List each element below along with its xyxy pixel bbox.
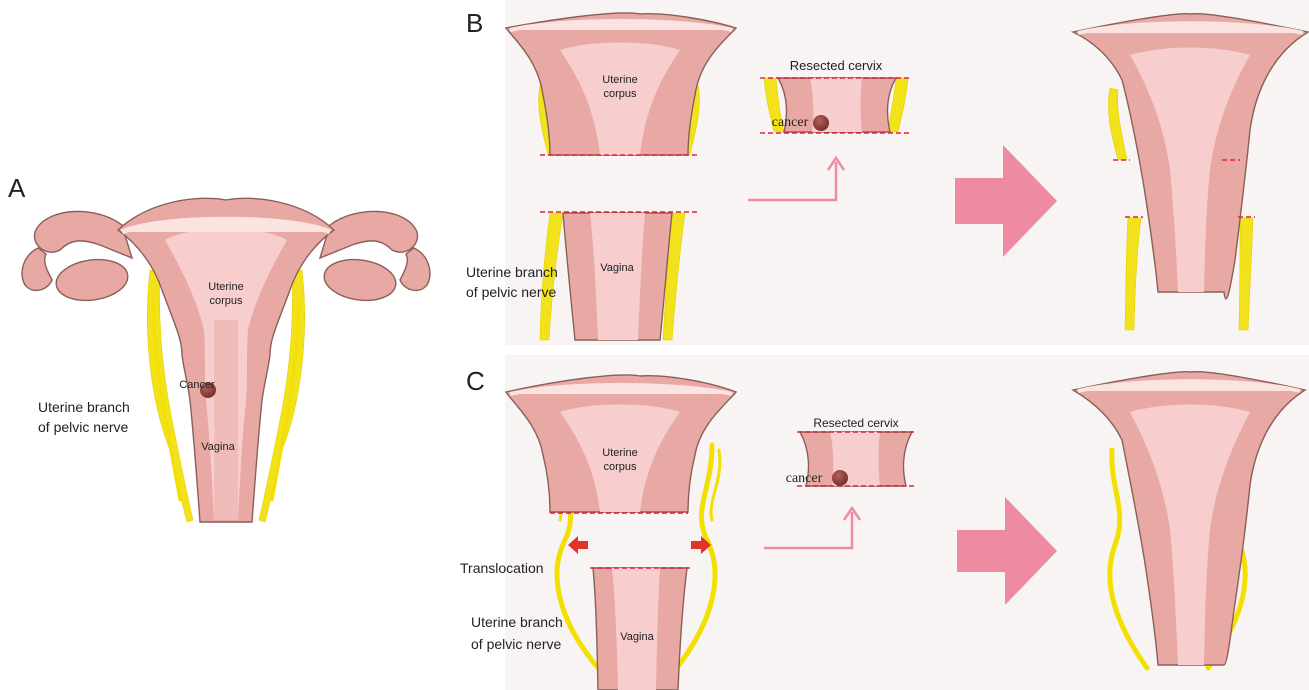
panel-a-cancer-label: Cancer: [179, 379, 215, 391]
left-fimbriae: [22, 248, 52, 290]
panel-a-corpus-label-1: Uterine: [208, 281, 243, 293]
left-fallopian-tube: [34, 211, 132, 258]
panel-b-corpus-label-2: corpus: [603, 88, 637, 100]
panel-b-nerve-label-1: Uterine branch: [466, 264, 558, 280]
panel-c-vagina: [593, 568, 687, 690]
right-fallopian-tube: [320, 211, 418, 258]
panel-c-letter: C: [466, 366, 485, 396]
right-fimbriae: [400, 248, 430, 290]
panel-b-vagina-label: Vagina: [600, 262, 634, 274]
panel-b-resected-label: Resected cervix: [790, 58, 883, 73]
panel-b-cancer: [813, 115, 829, 131]
panel-c-nerve-label-1: Uterine branch: [471, 614, 563, 630]
right-ovary: [322, 255, 399, 305]
panel-b-cancer-label: cancer: [772, 115, 809, 130]
panel-c-vagina-label: Vagina: [620, 631, 654, 643]
left-ovary: [54, 255, 131, 305]
panel-c-corpus-label-2: corpus: [603, 461, 637, 473]
panel-a-corpus-label-2: corpus: [209, 295, 243, 307]
panel-c-cancer: [832, 470, 848, 486]
panel-a: A Uterine corpus Cancer Vagina Uterine b…: [8, 173, 430, 522]
panel-c-translocation-label: Translocation: [460, 560, 544, 576]
panel-b-letter: B: [466, 8, 483, 38]
panel-b-corpus-label-1: Uterine: [602, 74, 637, 86]
panel-a-nerve-label-1: Uterine branch: [38, 399, 130, 415]
panel-c-resected-label: Resected cervix: [813, 416, 898, 430]
panel-a-canal: [214, 320, 238, 520]
panel-a-letter: A: [8, 173, 26, 203]
panel-b-nerve-label-2: of pelvic nerve: [466, 284, 556, 300]
panel-c-cancer-label: cancer: [786, 471, 823, 486]
panel-a-vagina-label: Vagina: [201, 441, 235, 453]
panel-c-nerve-label-2: of pelvic nerve: [471, 636, 561, 652]
panel-a-nerve-label-2: of pelvic nerve: [38, 419, 128, 435]
panel-c-corpus-label-1: Uterine: [602, 447, 637, 459]
